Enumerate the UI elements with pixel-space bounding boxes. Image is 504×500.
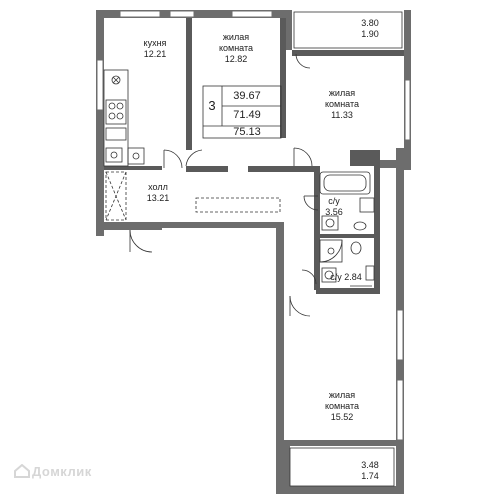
top-balcony xyxy=(293,11,403,49)
room-area: 15.52 xyxy=(330,412,354,422)
watermark: Домклик xyxy=(14,464,92,479)
room-name-2: комната xyxy=(218,43,254,53)
area-summary: 3 39.67 71.49 75.13 xyxy=(203,86,281,138)
room-label-hall: холл 13.21 xyxy=(140,182,176,204)
balcony-area: 3.80 xyxy=(361,18,379,28)
balcony-label-top: 3.80 1.90 xyxy=(352,18,388,40)
rooms-count: 3 xyxy=(208,98,216,113)
room-label-bath2: с/у 2.84 xyxy=(326,272,366,283)
room-area: 2.84 xyxy=(344,272,362,282)
watermark-text: Домклик xyxy=(32,464,92,479)
room-area: 13.21 xyxy=(146,193,170,203)
window-marks xyxy=(96,10,411,441)
summary-box xyxy=(202,85,282,139)
room-label-bath1: с/у 3.56 xyxy=(320,196,348,218)
room-name: с/у xyxy=(330,272,342,282)
room-area: 3.56 xyxy=(325,207,343,217)
balcony-label-bottom: 3.48 1.74 xyxy=(352,460,388,482)
bottom-balcony xyxy=(284,440,396,490)
total-area-with-balconies: 75.13 xyxy=(233,126,261,138)
room-name: жилая xyxy=(328,390,356,400)
room-name: кухня xyxy=(143,38,167,48)
total-area: 71.49 xyxy=(233,109,261,121)
room-area: 12.82 xyxy=(224,54,248,64)
doors xyxy=(129,53,319,317)
interior-walls xyxy=(104,18,404,294)
balcony-area: 3.48 xyxy=(361,460,379,470)
living-area: 39.67 xyxy=(233,90,261,102)
room-name: жилая xyxy=(328,88,356,98)
house-logo-icon xyxy=(14,464,30,478)
room-area: 11.33 xyxy=(331,110,353,120)
room-name: жилая xyxy=(222,32,250,42)
room-label-living1: жилая комната 12.82 xyxy=(200,32,272,65)
room-label-living3: жилая комната 15.52 xyxy=(306,390,378,423)
balcony-area-reduced: 1.90 xyxy=(361,29,379,39)
room-label-living2: жилая комната 11.33 xyxy=(306,88,378,121)
room-area: 12.21 xyxy=(143,49,167,59)
bathroom-fixtures xyxy=(319,171,375,287)
hall-closet xyxy=(105,171,281,221)
room-name: с/у xyxy=(328,196,340,206)
room-label-kitchen: кухня 12.21 xyxy=(130,38,180,60)
room-name: холл xyxy=(148,182,168,192)
kitchen-fixtures xyxy=(103,69,145,167)
room-name-2: комната xyxy=(324,401,360,411)
room-name-2: комната xyxy=(324,99,360,109)
balcony-area-reduced: 1.74 xyxy=(361,471,379,481)
